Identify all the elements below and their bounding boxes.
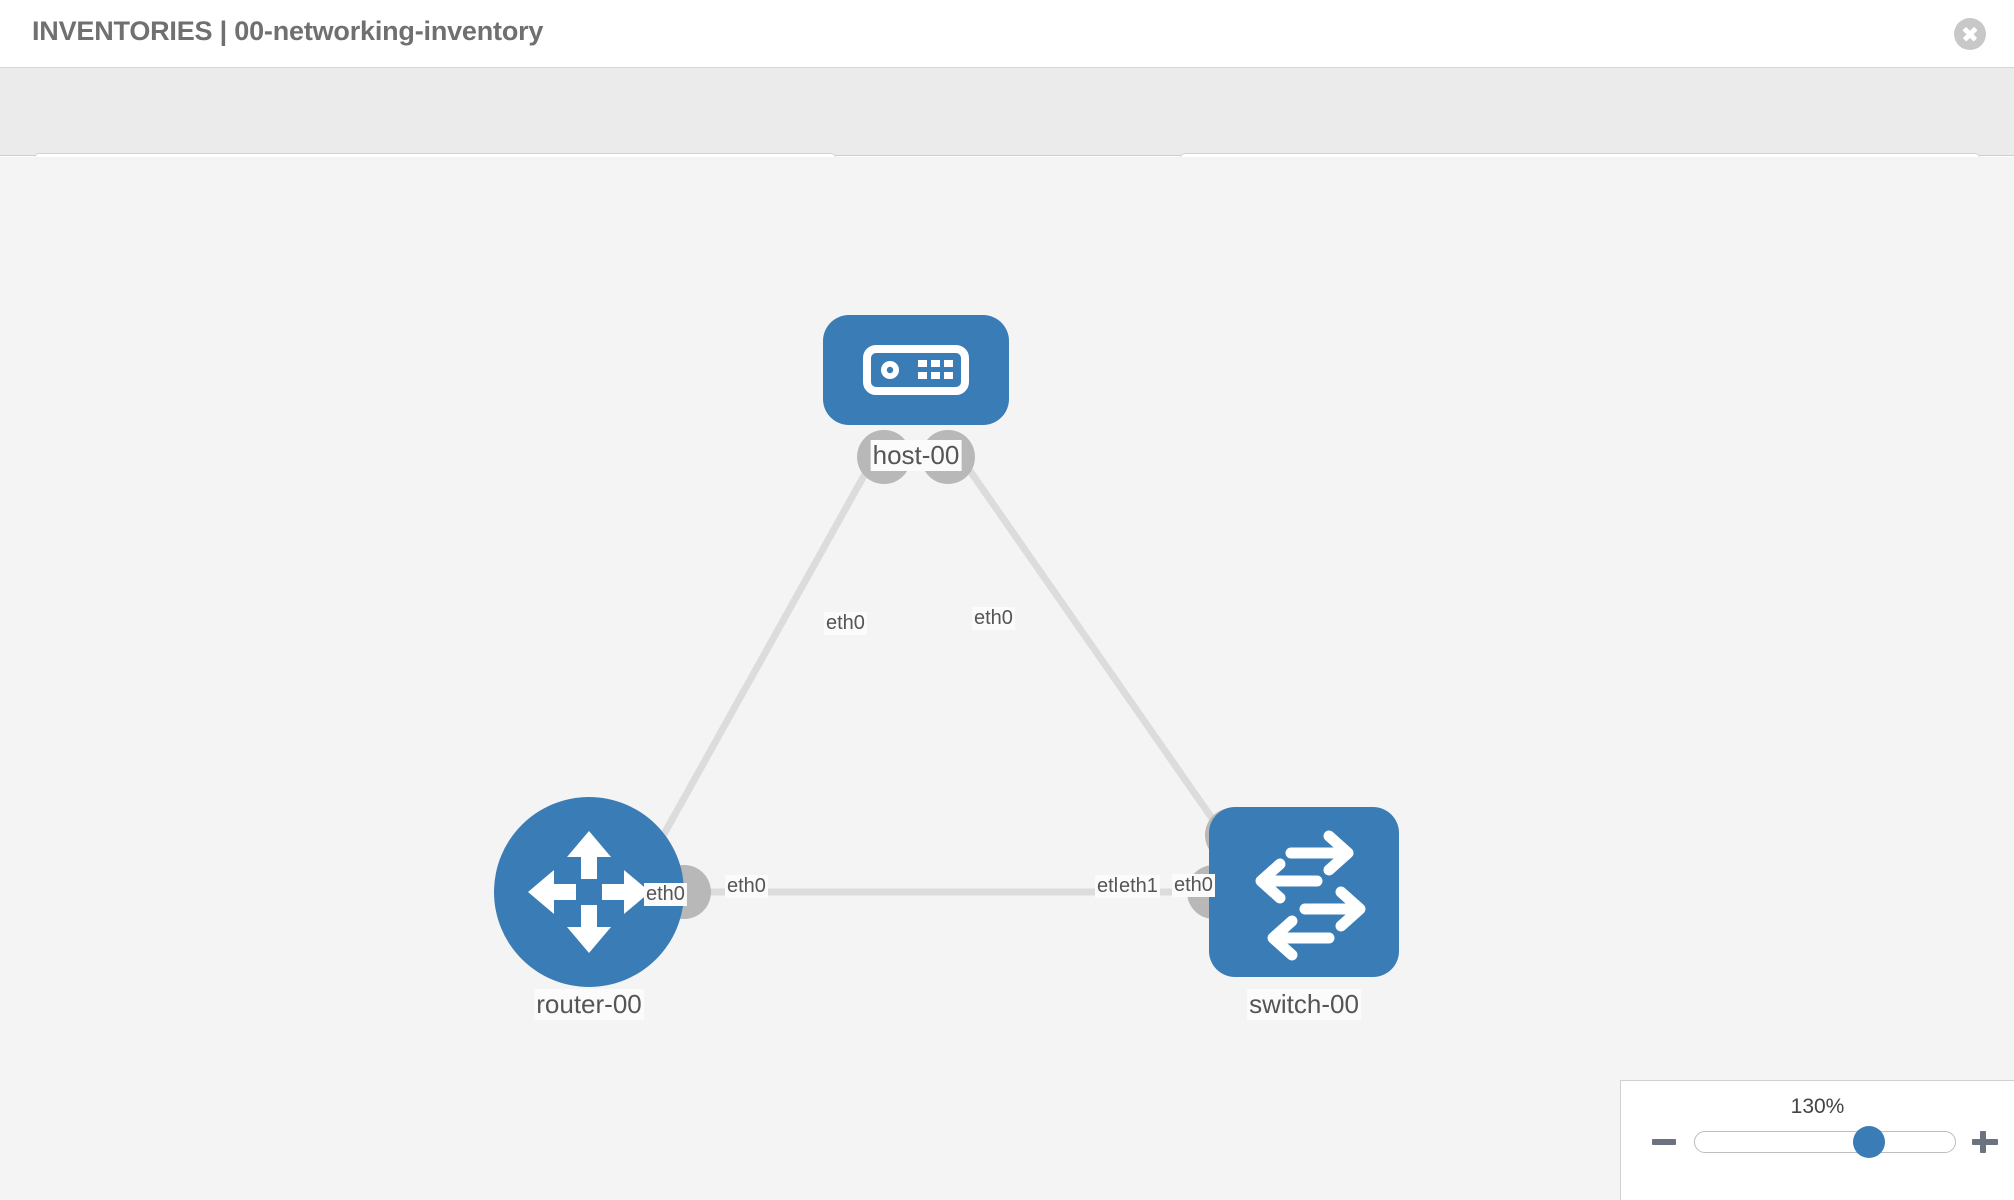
edge-label-host-switch-near-host: eth0 [972, 607, 1015, 630]
node-label-switch-00: switch-00 [1247, 989, 1361, 1020]
edge-label-router-switch-near-switch-eth1: eth1 [1117, 875, 1160, 898]
zoom-slider-track[interactable] [1694, 1126, 1956, 1158]
edge-label-host-switch-near-switch: eth0 [1172, 874, 1215, 897]
link-host-switch [949, 442, 1235, 850]
node-label-router-00: router-00 [534, 989, 644, 1020]
toolbar: ACTIONS SEARCH [0, 68, 2014, 203]
zoom-percent-label: 130% [1790, 1095, 1845, 1118]
edge-label-router-switch-near-router: eth0 [725, 875, 768, 898]
topology-node-switch-00[interactable] [1209, 807, 1399, 977]
node-shape-switch [1209, 807, 1399, 977]
zoom-in-button[interactable] [1970, 1127, 2000, 1157]
edge-label-host-router-near-host: eth0 [824, 612, 867, 635]
topology-canvas[interactable]: host-00 router- [0, 157, 2014, 1200]
page-header: INVENTORIES | 00-networking-inventory [0, 0, 2014, 68]
switch-arrows-icon [1209, 807, 1399, 977]
edge-label-host-router-near-router: eth0 [644, 883, 687, 906]
node-label-host-00: host-00 [870, 440, 962, 471]
close-icon[interactable] [1954, 18, 1986, 50]
router-arrows-icon [494, 797, 684, 987]
topology-links [636, 430, 1259, 919]
node-shape-host [823, 315, 1009, 425]
topology-node-host-00[interactable] [823, 315, 1009, 425]
zoom-slider-thumb[interactable] [1853, 1126, 1886, 1158]
page-title: INVENTORIES | 00-networking-inventory [32, 16, 544, 46]
zoom-out-button[interactable] [1649, 1127, 1679, 1157]
link-host-router [636, 445, 884, 879]
server-icon [823, 315, 1009, 425]
link-connectors [657, 430, 1259, 919]
zoom-control-panel: 130% [1620, 1080, 2014, 1200]
